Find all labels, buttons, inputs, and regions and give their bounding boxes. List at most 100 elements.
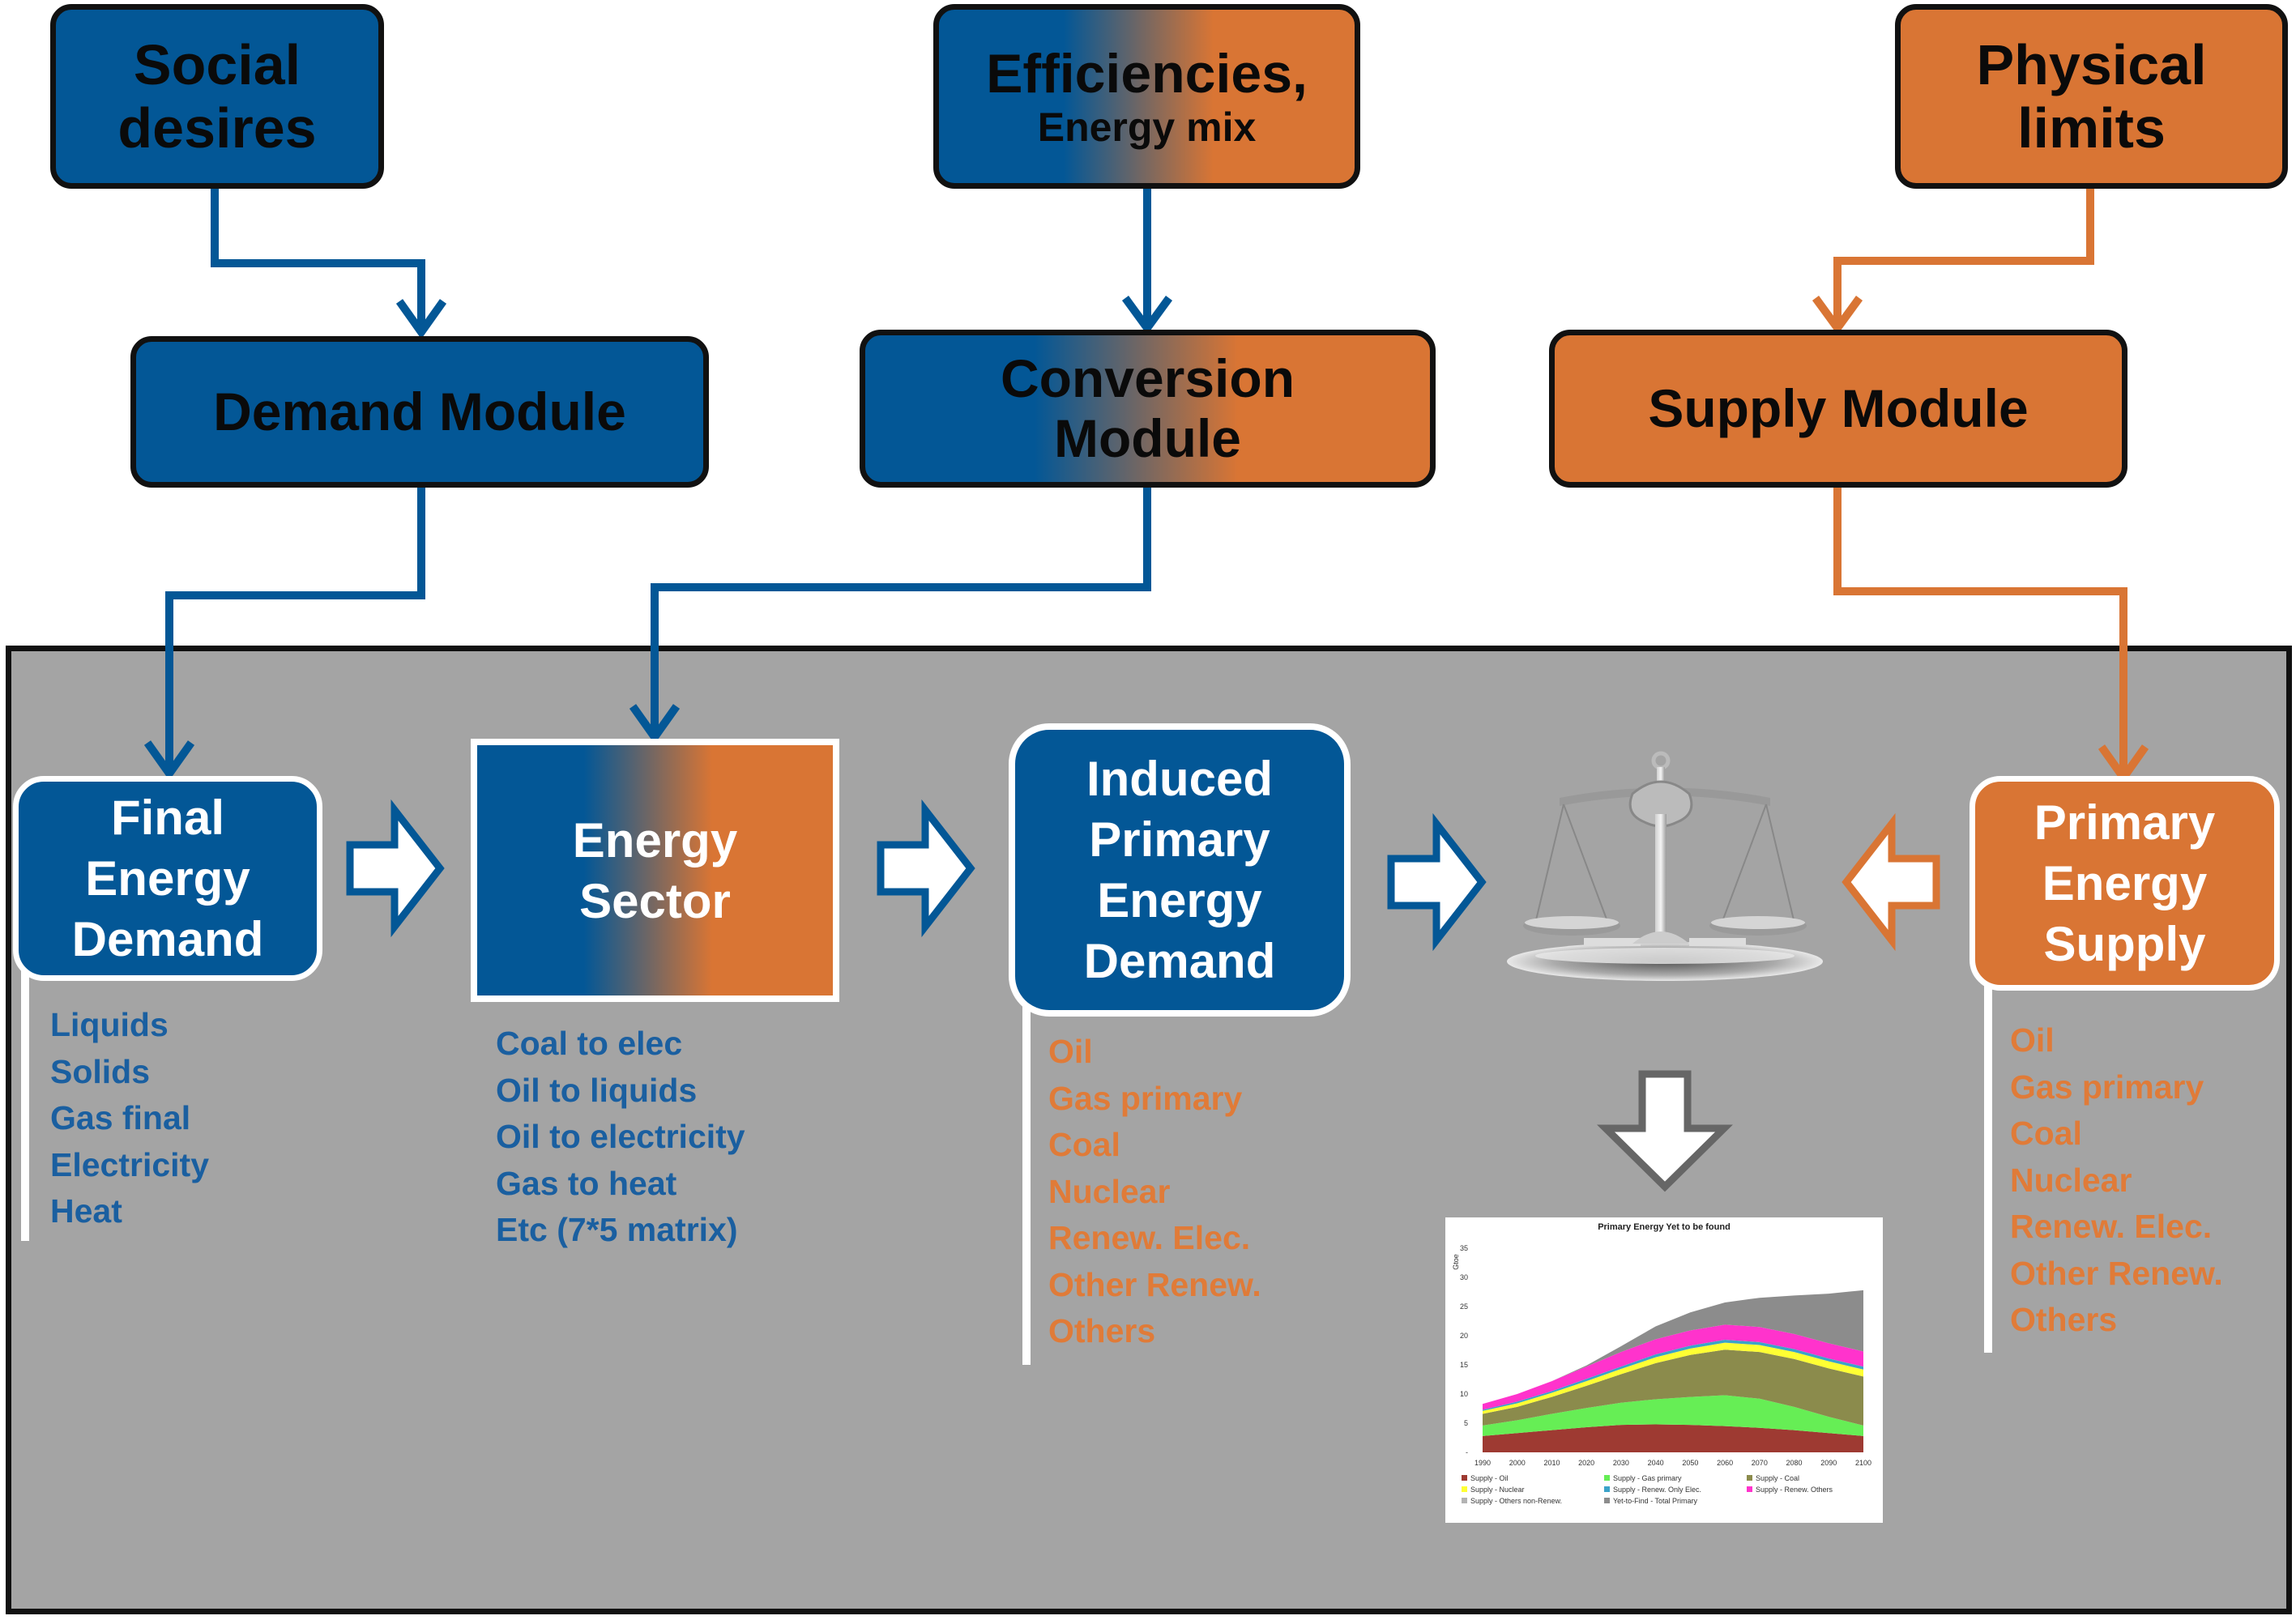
list-item: Other Renew.: [2010, 1254, 2223, 1292]
induced-primary-list: Oil Gas primary Coal Nuclear Renew. Elec…: [1048, 1029, 1261, 1355]
chart-title: Primary Energy Yet to be found: [1598, 1222, 1731, 1232]
list-bar-supply: [1984, 980, 1992, 1353]
legend-swatch: [1462, 1486, 1467, 1492]
list-item: Renew. Elec.: [2010, 1208, 2213, 1245]
energy-sector-line2: Sector: [579, 873, 731, 928]
primary-supply-line1: Primary: [2034, 795, 2216, 850]
legend-label: Supply - Nuclear: [1470, 1486, 1525, 1494]
list-item: Liquids: [50, 1006, 169, 1043]
list-item: Gas final: [50, 1099, 191, 1136]
legend-swatch: [1604, 1475, 1610, 1481]
x-tick-label: 1990: [1474, 1459, 1491, 1467]
y-tick-label: 25: [1460, 1302, 1468, 1311]
efficiencies-line1: Efficiencies,: [986, 42, 1308, 104]
list-bar-final: [21, 956, 29, 1241]
list-item: Heat: [50, 1192, 122, 1230]
flow-arrow-1: [346, 799, 445, 938]
conversion-module-box: Conversion Module: [860, 330, 1436, 488]
x-tick-label: 2020: [1578, 1459, 1594, 1467]
balance-scale-icon: [1507, 751, 1823, 981]
efficiencies-line2: Energy mix: [1037, 104, 1257, 151]
energy-sector-line1: Energy: [572, 812, 738, 868]
flow-arrow-2: [877, 799, 975, 938]
legend-swatch: [1604, 1486, 1610, 1492]
y-tick-label: 15: [1460, 1361, 1468, 1369]
induced-line2: Primary: [1089, 812, 1270, 867]
x-tick-label: 2030: [1613, 1459, 1629, 1467]
list-item: Oil to electricity: [496, 1118, 745, 1155]
list-item: Other Renew.: [1048, 1265, 1261, 1303]
legend-swatch: [1604, 1498, 1610, 1503]
list-bar-induced: [1022, 992, 1031, 1365]
flow-arrow-3: [1387, 812, 1487, 952]
list-item: Gas to heat: [496, 1164, 677, 1202]
list-item: Nuclear: [1048, 1172, 1171, 1210]
area-series-7: [1483, 1290, 1863, 1405]
list-item: Coal: [2010, 1115, 2082, 1152]
final-demand-line2: Energy: [85, 851, 250, 906]
induced-line3: Energy: [1097, 873, 1262, 927]
list-item: Nuclear: [2010, 1161, 2132, 1199]
list-item: Oil: [2010, 1021, 2055, 1059]
x-tick-label: 2010: [1543, 1459, 1560, 1467]
final-demand-list: Liquids Solids Gas final Electricity Hea…: [50, 1002, 209, 1235]
list-item: Gas primary: [2010, 1068, 2204, 1106]
efficiencies-box: Efficiencies, Energy mix: [933, 4, 1360, 189]
x-tick-label: 2050: [1682, 1459, 1698, 1467]
list-item: Renew. Elec.: [1048, 1219, 1251, 1256]
social-desires-line1: Social: [133, 32, 301, 96]
x-tick-label: 2040: [1648, 1459, 1664, 1467]
x-tick-label: 2080: [1786, 1459, 1803, 1467]
social-desires-box: Social desires: [50, 4, 384, 189]
legend-swatch: [1747, 1475, 1752, 1481]
list-item: Others: [2010, 1301, 2118, 1338]
connector-limits-to-supply: [1833, 186, 2094, 324]
physical-limits-line1: Physical: [1976, 32, 2207, 96]
physical-limits-line2: limits: [2017, 96, 2166, 160]
final-demand-line3: Demand: [71, 912, 264, 966]
arrowhead-supply: [1812, 296, 1863, 335]
down-arrow: [1597, 1070, 1733, 1192]
connector-social-to-demand: [211, 186, 425, 328]
legend-label: Supply - Renew. Only Elec.: [1613, 1486, 1701, 1494]
x-tick-label: 2060: [1717, 1459, 1733, 1467]
list-item: Etc (7*5 matrix): [496, 1211, 738, 1248]
legend-label: Supply - Coal: [1756, 1474, 1799, 1482]
legend-swatch: [1462, 1475, 1467, 1481]
chart-ylabel: Gtoe: [1452, 1254, 1460, 1270]
supply-module-label: Supply Module: [1648, 377, 2029, 438]
list-item: Oil to liquids: [496, 1071, 698, 1109]
physical-limits-box: Physical limits: [1895, 4, 2288, 189]
legend-swatch: [1747, 1486, 1752, 1492]
list-item: Oil: [1048, 1033, 1093, 1070]
connector-supply-to-primary: [1833, 484, 2127, 774]
x-tick-label: 2000: [1509, 1459, 1526, 1467]
induced-primary-demand-box: Induced Primary Energy Demand: [1009, 723, 1351, 1017]
connector-demand-to-final: [165, 484, 425, 770]
list-item: Solids: [50, 1052, 151, 1090]
chart-plot-area: [1483, 1290, 1863, 1452]
demand-module-label: Demand Module: [213, 381, 626, 441]
induced-line1: Induced: [1086, 752, 1273, 806]
legend-swatch: [1462, 1498, 1467, 1503]
arrowhead-sector: [629, 704, 681, 744]
primary-supply-line3: Supply: [2043, 917, 2206, 971]
primary-supply-line2: Energy: [2042, 856, 2208, 910]
primary-energy-supply-box: Primary Energy Supply: [1970, 776, 2280, 991]
y-tick-label: 35: [1460, 1244, 1468, 1252]
legend-label: Supply - Gas primary: [1613, 1474, 1682, 1482]
area-series-2: [1483, 1349, 1863, 1426]
chart-svg: Primary Energy Yet to be found Gtoe 1990…: [1452, 1222, 1871, 1505]
arrowhead-conversion: [1121, 296, 1173, 335]
social-desires-line2: desires: [117, 96, 317, 160]
supply-module-box: Supply Module: [1549, 330, 2127, 488]
y-tick-label: 10: [1460, 1390, 1468, 1398]
area-series-1: [1483, 1395, 1863, 1436]
conversion-module-line1: Conversion: [1000, 347, 1295, 408]
list-item: Electricity: [50, 1145, 209, 1183]
x-tick-label: 2090: [1820, 1459, 1837, 1467]
area-series-3: [1483, 1342, 1863, 1414]
